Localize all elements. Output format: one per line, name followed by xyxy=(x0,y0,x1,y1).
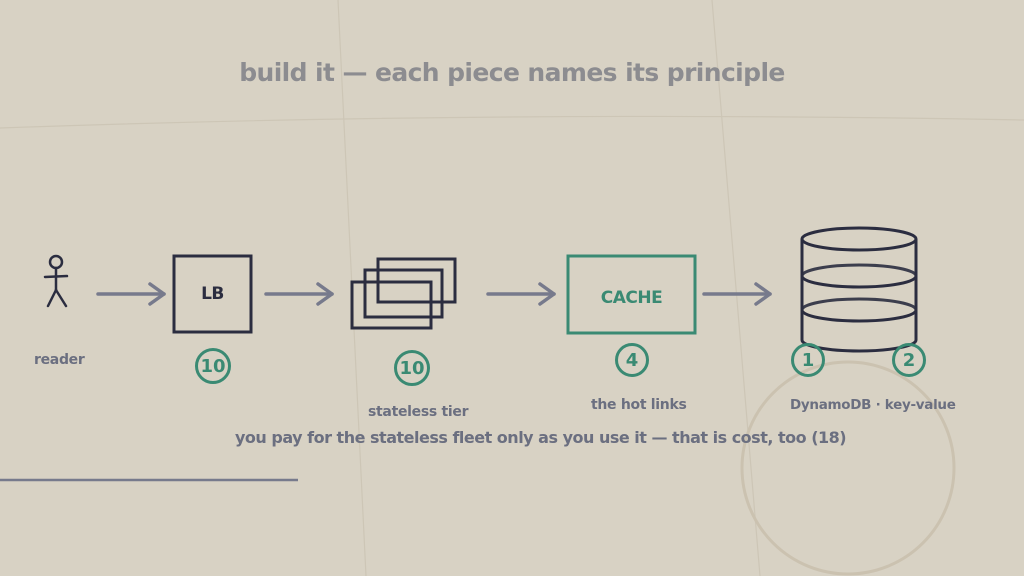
arrow-cache-db xyxy=(702,282,772,306)
lb-text: LB xyxy=(201,284,224,304)
db-badge-left: 1 xyxy=(791,343,825,377)
lb-badge: 10 xyxy=(195,348,231,384)
cache-label: the hot links xyxy=(591,397,687,413)
reader-figure-icon xyxy=(43,254,69,308)
arrow-lb-stateless xyxy=(264,282,334,306)
lb-box xyxy=(172,254,253,334)
diagram-title: build it — each piece names its principl… xyxy=(239,58,785,87)
faint-circle-doodle xyxy=(740,360,956,576)
reader-label: reader xyxy=(34,352,85,368)
stateless-badge: 10 xyxy=(394,350,430,386)
cache-box xyxy=(566,254,697,335)
arrow-reader-lb xyxy=(96,282,166,306)
caption-text: you pay for the stateless fleet only as … xyxy=(235,428,847,447)
cache-badge: 4 xyxy=(615,343,649,377)
cache-text: CACHE xyxy=(600,288,663,308)
stateless-label: stateless tier xyxy=(368,404,469,420)
db-badge-right: 2 xyxy=(892,343,926,377)
db-label: DynamoDB · key-value xyxy=(790,397,956,413)
arrow-stateless-cache xyxy=(486,282,556,306)
stateless-tier-boxes xyxy=(350,257,457,330)
database-cylinder-icon xyxy=(800,226,918,353)
